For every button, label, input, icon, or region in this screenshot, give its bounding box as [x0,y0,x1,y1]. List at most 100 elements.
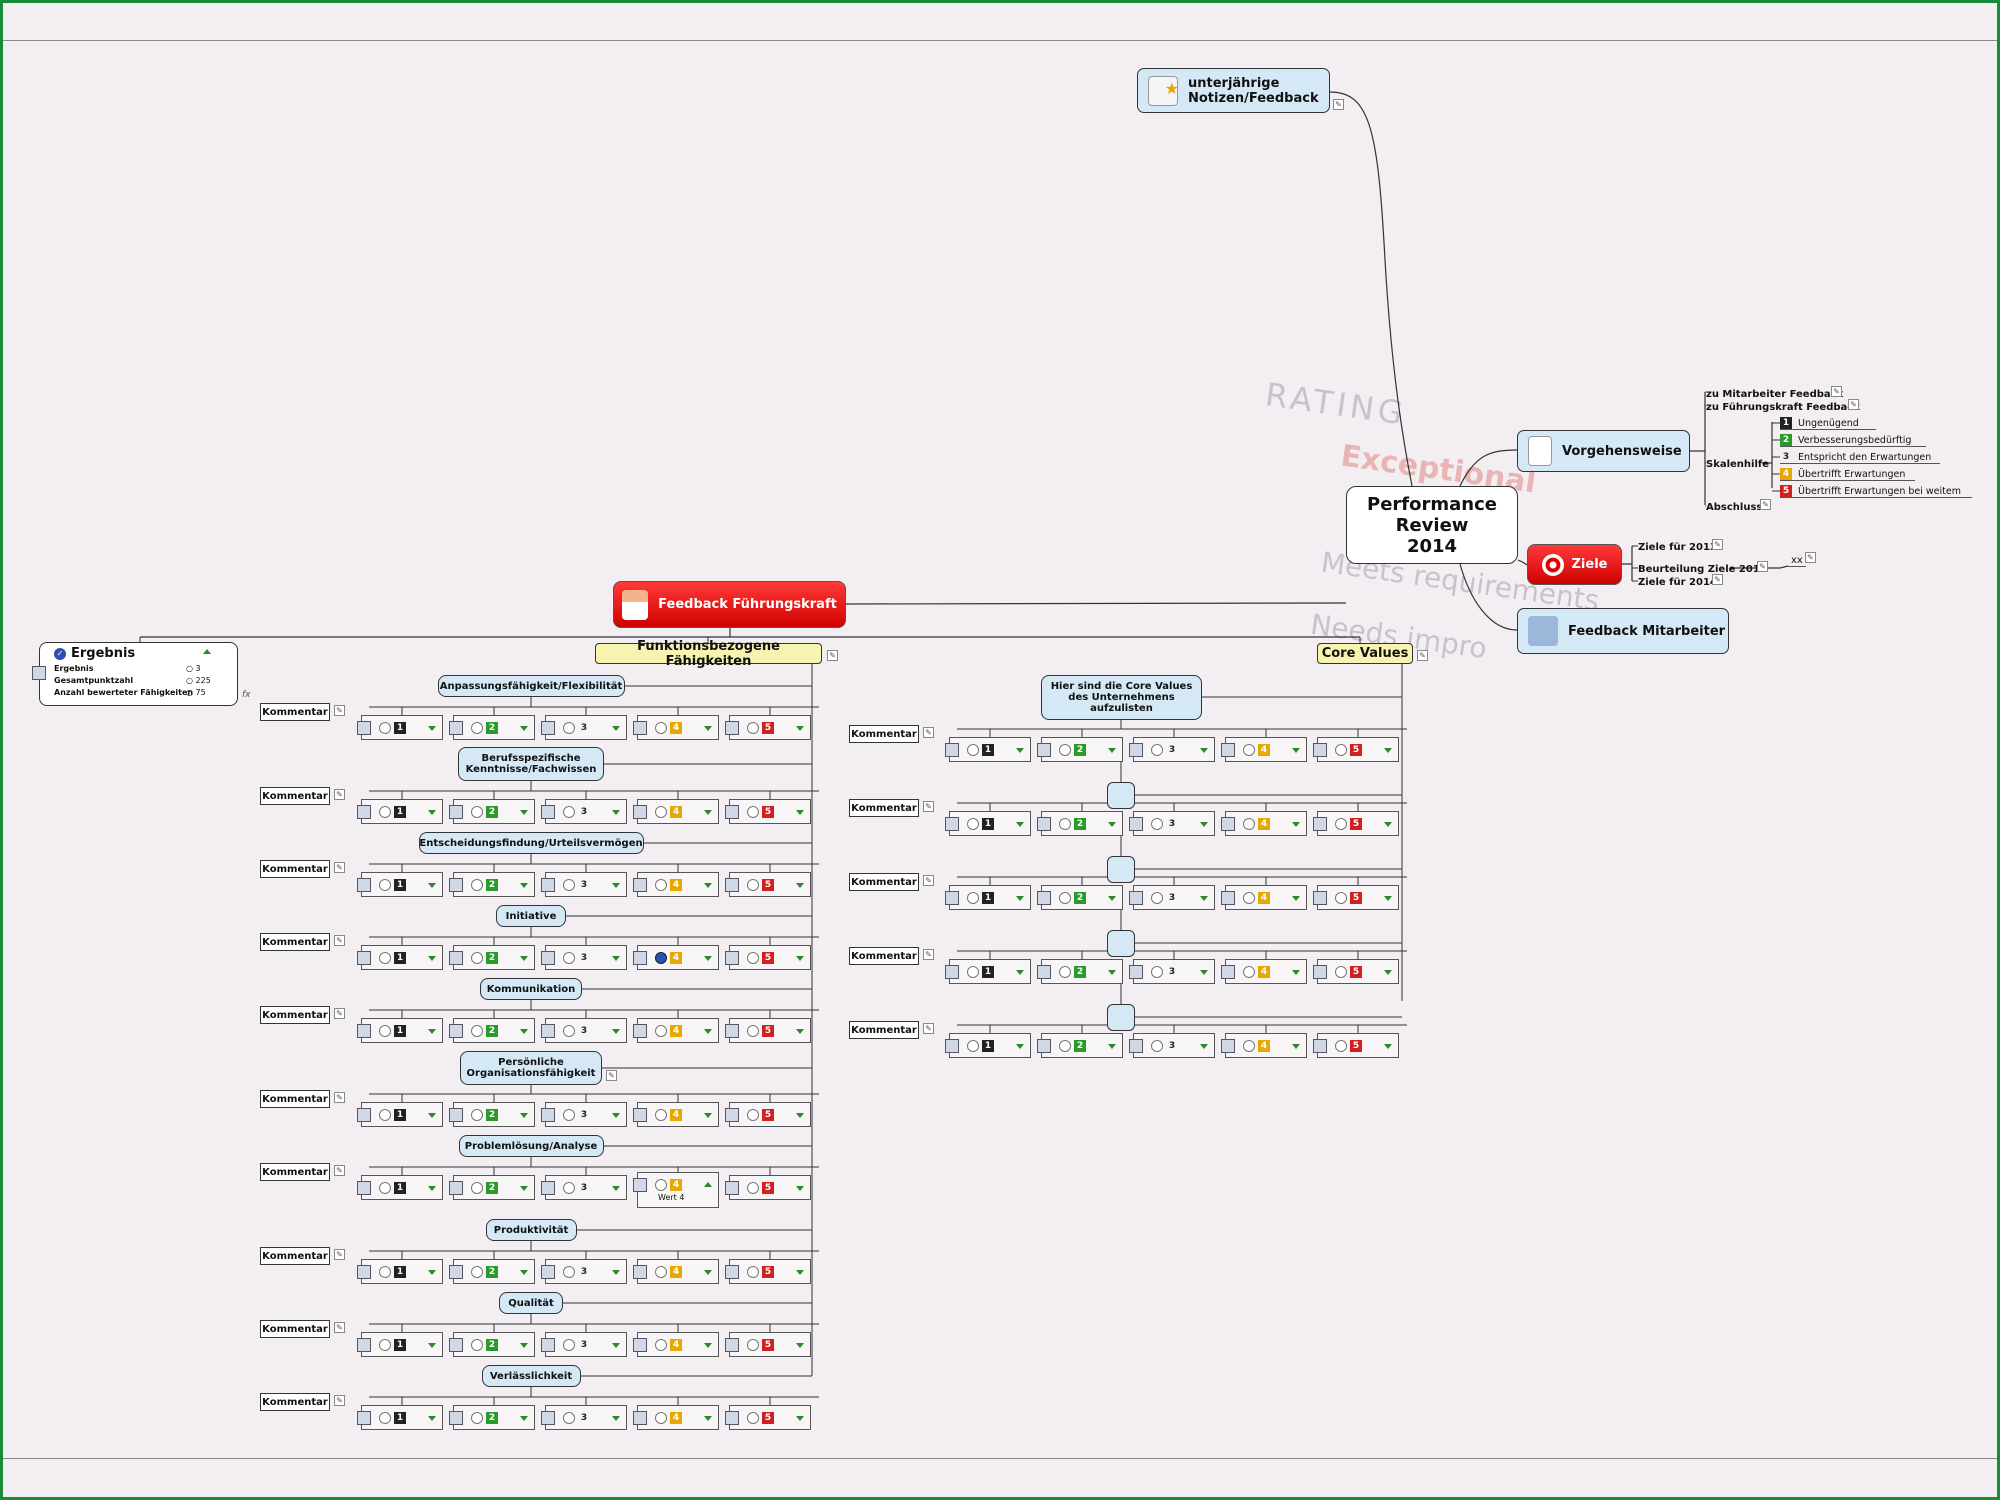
dropdown-arrow-icon[interactable] [1108,970,1116,975]
item-mitarbeiter-feedback[interactable]: zu Mitarbeiter Feedback [1706,389,1844,400]
dropdown-arrow-icon[interactable] [1200,1044,1208,1049]
rating-box-2[interactable]: 2 [1037,959,1123,984]
rating-checkbox[interactable] [1037,1039,1051,1053]
core-value-node-4[interactable] [1107,1004,1135,1031]
rating-radio[interactable] [379,879,391,891]
node-core-values[interactable]: Core Values [1317,643,1413,664]
dropdown-arrow-icon[interactable] [704,956,712,961]
rating-checkbox[interactable] [1129,891,1143,905]
dropdown-arrow-icon[interactable] [428,956,436,961]
rating-radio[interactable] [655,952,667,964]
rating-box-2[interactable]: 2 [449,1018,535,1043]
rating-box-5[interactable]: 5 [725,1259,811,1284]
rating-checkbox[interactable] [1313,891,1327,905]
dropdown-arrow-icon[interactable] [1016,748,1024,753]
rating-box-2[interactable]: 2 [1037,737,1123,762]
dropdown-arrow-icon[interactable] [428,810,436,815]
rating-checkbox[interactable] [357,1181,371,1195]
rating-radio[interactable] [471,1412,483,1424]
rating-box-1[interactable]: 1 [945,811,1031,836]
note-icon[interactable]: ✎ [334,1092,345,1103]
category-6[interactable]: Persönliche Organisationsfähigkeit [460,1051,602,1085]
rating-checkbox[interactable] [357,951,371,965]
dropdown-arrow-icon[interactable] [520,1186,528,1191]
rating-radio[interactable] [655,722,667,734]
rating-radio[interactable] [1243,1040,1255,1052]
rating-radio[interactable] [471,1025,483,1037]
note-icon[interactable]: ✎ [334,1165,345,1176]
rating-radio[interactable] [747,806,759,818]
dropdown-arrow-icon[interactable] [1108,896,1116,901]
rating-box-2[interactable]: 2 [449,1332,535,1357]
category-10[interactable]: Verlässlichkeit [481,1365,581,1387]
rating-checkbox[interactable] [357,1265,371,1279]
dropdown-arrow-icon[interactable] [612,883,620,888]
dropdown-arrow-icon[interactable] [1108,748,1116,753]
dropdown-arrow-icon[interactable] [704,1343,712,1348]
rating-checkbox[interactable] [449,721,463,735]
collapse-arrow-icon[interactable] [203,649,211,654]
rating-checkbox[interactable] [945,743,959,757]
node-vorgehensweise[interactable]: Vorgehensweise [1517,430,1690,472]
rating-box-4[interactable]: 4 [633,1259,719,1284]
dropdown-arrow-icon[interactable] [704,1029,712,1034]
kommentar-button[interactable]: Kommentar [849,947,919,965]
dropdown-arrow-icon[interactable] [1108,1044,1116,1049]
kommentar-button[interactable]: Kommentar [260,1163,330,1181]
dropdown-arrow-icon[interactable] [704,726,712,731]
dropdown-arrow-icon[interactable] [1384,1044,1392,1049]
rating-box-2[interactable]: 2 [449,1259,535,1284]
rating-radio[interactable] [655,806,667,818]
dropdown-arrow-icon[interactable] [520,1029,528,1034]
rating-checkbox[interactable] [633,951,647,965]
rating-box-2[interactable]: 2 [1037,811,1123,836]
rating-checkbox[interactable] [633,878,647,892]
rating-radio[interactable] [1243,818,1255,830]
rating-radio[interactable] [1059,1040,1071,1052]
rating-radio[interactable] [655,1109,667,1121]
dropdown-arrow-icon[interactable] [612,1416,620,1421]
dropdown-arrow-icon[interactable] [1384,970,1392,975]
rating-radio[interactable] [747,722,759,734]
rating-box-1[interactable]: 1 [357,1332,443,1357]
note-icon[interactable]: ✎ [1712,574,1723,585]
rating-box-3[interactable]: 3 [1129,959,1215,984]
rating-box-3[interactable]: 3 [1129,885,1215,910]
note-icon[interactable]: ✎ [923,801,934,812]
rating-radio[interactable] [471,952,483,964]
rating-box-5[interactable]: 5 [1313,885,1399,910]
item-ziele-2013[interactable]: Ziele für 2013 [1638,542,1717,553]
rating-radio[interactable] [379,1339,391,1351]
node-ziele[interactable]: Ziele [1527,544,1622,585]
category-3[interactable]: Entscheidungsfindung/Urteilsvermögen [418,832,644,854]
category-9[interactable]: Qualität [499,1292,563,1314]
rating-radio[interactable] [471,722,483,734]
kommentar-button[interactable]: Kommentar [260,703,330,721]
rating-box-5[interactable]: 5 [725,1405,811,1430]
rating-radio[interactable] [747,1412,759,1424]
rating-checkbox[interactable] [357,721,371,735]
rating-box-4[interactable]: 4 [633,1018,719,1043]
rating-checkbox[interactable] [1037,965,1051,979]
rating-box-5[interactable]: 5 [725,1102,811,1127]
rating-radio[interactable] [563,806,575,818]
kommentar-button[interactable]: Kommentar [849,725,919,743]
category-4[interactable]: Initiative [496,905,566,927]
rating-box-4[interactable]: 4 [1221,737,1307,762]
rating-radio[interactable] [1151,1040,1163,1052]
dropdown-arrow-icon[interactable] [428,1113,436,1118]
kommentar-button[interactable]: Kommentar [260,1090,330,1108]
dropdown-arrow-icon[interactable] [612,726,620,731]
kommentar-button[interactable]: Kommentar [260,1320,330,1338]
rating-checkbox[interactable] [1221,743,1235,757]
rating-checkbox[interactable] [541,878,555,892]
dropdown-arrow-icon[interactable] [612,1343,620,1348]
dropdown-arrow-icon[interactable] [796,1343,804,1348]
rating-checkbox[interactable] [449,1108,463,1122]
note-icon[interactable]: ✎ [923,727,934,738]
dropdown-arrow-icon[interactable] [796,726,804,731]
rating-radio[interactable] [747,1182,759,1194]
rating-checkbox[interactable] [541,805,555,819]
